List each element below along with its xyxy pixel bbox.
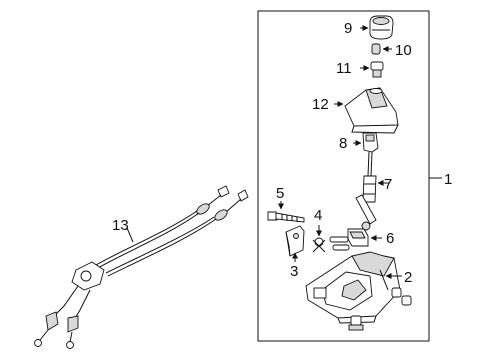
callout-1: 1 [444,171,452,188]
callout-5: 5 [276,185,284,202]
callout-4: 4 [314,207,322,224]
clip [312,225,326,253]
callout-13: 13 [112,217,129,234]
shift-knob [360,15,394,40]
shifter-base [305,251,402,324]
callout-6: 6 [386,230,394,247]
connector-pins [329,236,350,251]
callout-3: 3 [290,263,298,280]
callout-8: 8 [339,135,347,152]
callout-9: 9 [344,20,352,37]
bracket [285,225,305,262]
lever-connector [353,132,379,153]
bushing [347,228,382,247]
shift-cable-assembly [34,185,249,349]
callout-2: 2 [404,269,412,286]
dampers [391,287,412,306]
shift-lever [355,151,389,231]
knob-button [360,61,384,78]
callout-12: 12 [312,96,329,113]
shift-boot [334,87,399,134]
callout-10: 10 [395,42,412,59]
knob-pin [371,43,392,55]
bolt [267,201,305,223]
assembly-box [257,10,430,342]
callout-7: 7 [384,176,392,193]
callout-11: 11 [336,60,352,77]
base-plug [348,315,364,331]
